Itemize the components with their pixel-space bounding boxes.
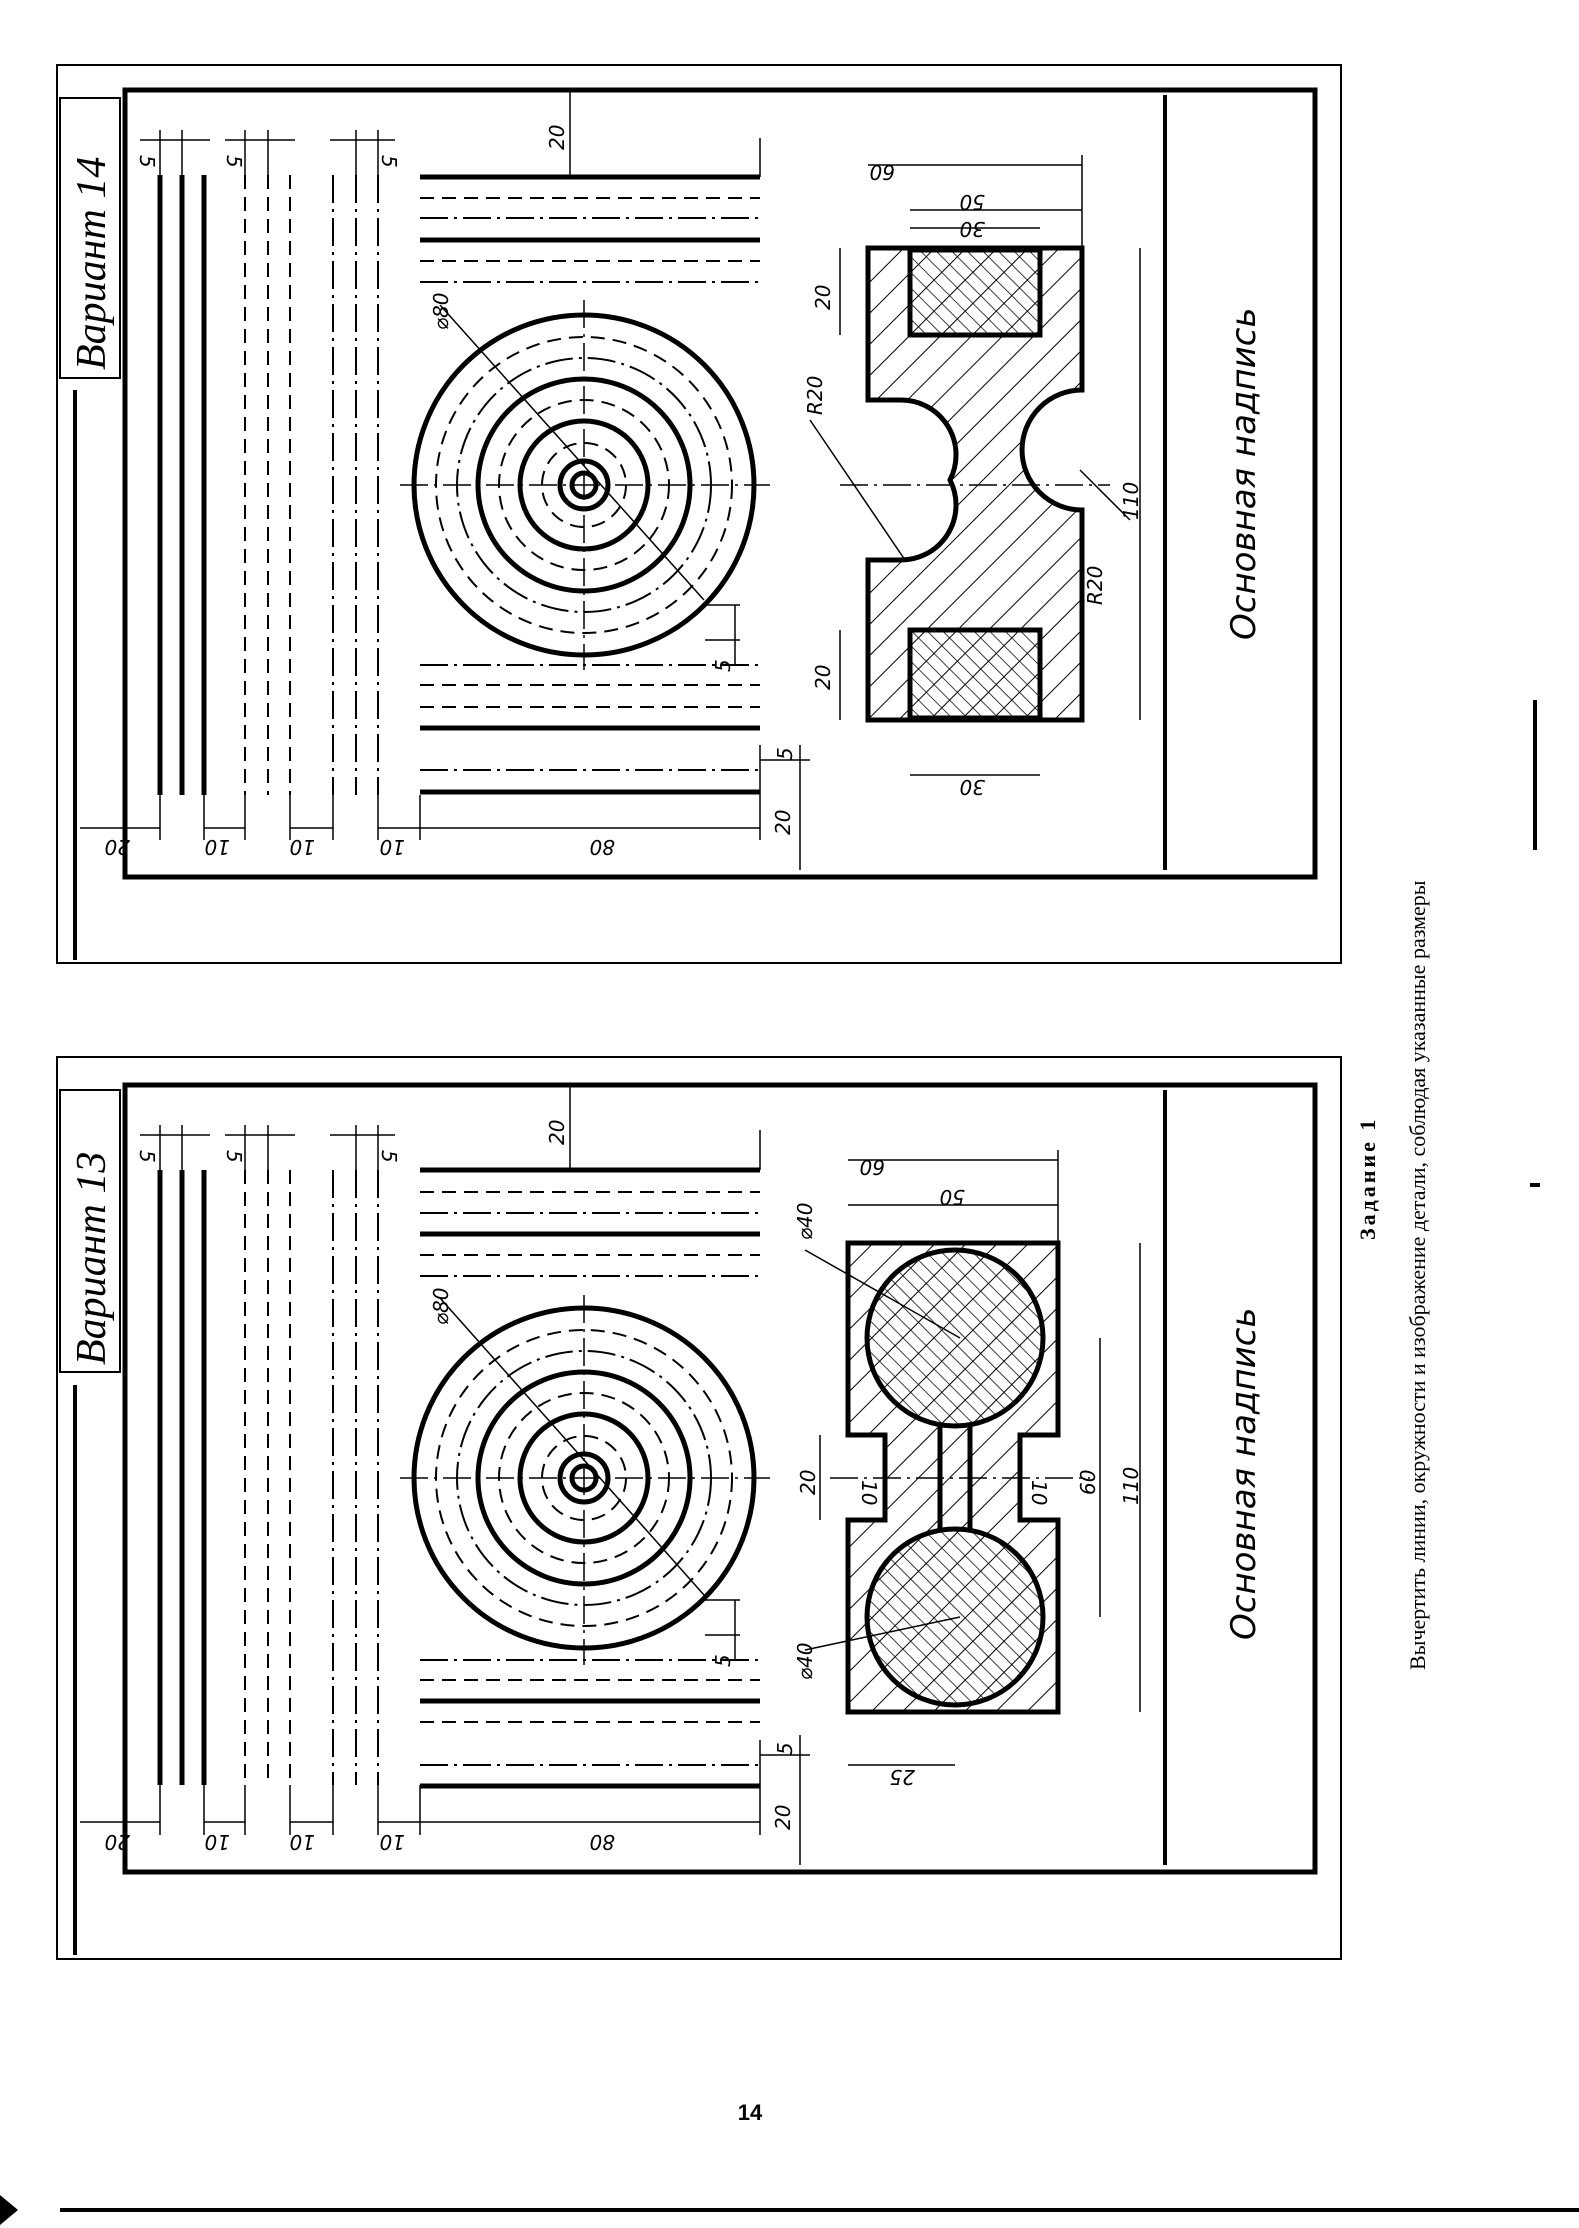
dim-top-margin: 20 [545, 1120, 569, 1145]
dim-hole-dia-b: ⌀40 [793, 1643, 817, 1681]
concentric-circles [400, 1295, 770, 1665]
corner-mark [0, 2195, 18, 2225]
dim-gap-b: 5 [222, 155, 246, 168]
dim-part-60: 60 [870, 160, 895, 184]
dim-circle-step: 5 [711, 1654, 735, 1667]
variant-14-panel: Вариант 14 Основная надпись 5 5 5 [56, 64, 1342, 964]
dim-part-20b: 20 [811, 665, 835, 690]
dim-part-110: 110 [1119, 482, 1143, 520]
dim-left-20: 20 [105, 1830, 130, 1854]
task-text: Вычертить линии, окружности и изображени… [1405, 880, 1430, 1670]
variant-title: Вариант 13 [69, 1152, 115, 1365]
dim-bottom-20: 20 [771, 810, 795, 835]
variant-13-panel: Вариант 13 Основная надпись 5 5 5 [56, 1056, 1342, 1960]
dim-part-20: 20 [796, 1470, 820, 1495]
dim-left-10c: 10 [380, 1830, 405, 1854]
dim-bottom-5: 5 [773, 747, 797, 760]
dim-left-10c: 10 [380, 835, 405, 859]
title-tab [59, 1089, 121, 1373]
page-number: 14 [737, 2100, 763, 2125]
dim-hole-dia-a: ⌀40 [793, 1203, 817, 1241]
drawing-frame [122, 1082, 1318, 1875]
dim-bottom-5: 5 [773, 1742, 797, 1755]
dim-len-80: 80 [590, 1830, 615, 1854]
dim-part-60: 60 [860, 1155, 885, 1179]
dim-part-110: 110 [1119, 1467, 1143, 1505]
dim-part-25: 25 [890, 1765, 915, 1789]
dim-part-10b: 10 [1027, 1480, 1051, 1505]
line-types-vertical [157, 1170, 379, 1785]
dim-left-10a: 10 [205, 1830, 230, 1854]
dim-left-10b: 10 [290, 835, 315, 859]
dim-part-50: 50 [960, 190, 985, 214]
variant-title: Вариант 14 [69, 157, 115, 370]
dim-part-30b: 30 [960, 775, 985, 799]
dim-part-r20b: R20 [1083, 566, 1107, 605]
dim-circle-step: 5 [711, 659, 735, 672]
stamp-label: Основная надпись [1224, 308, 1264, 640]
dim-circle-dia: ⌀80 [429, 293, 453, 331]
dim-left-10b: 10 [290, 1830, 315, 1854]
outer-border [56, 64, 1342, 964]
dim-circle-dia: ⌀80 [429, 1288, 453, 1326]
dim-gap-a: 5 [135, 1150, 159, 1163]
dim-part-60v: 60 [1076, 1470, 1100, 1495]
outer-border [56, 1056, 1342, 1960]
dim-gap-c: 5 [377, 1150, 401, 1163]
dim-left-20: 20 [105, 835, 130, 859]
part-section [809, 155, 1141, 776]
line-types-horizontal [420, 1167, 760, 1789]
dim-part-50: 50 [940, 1185, 965, 1209]
dim-part-20a: 20 [811, 285, 835, 310]
part-section [804, 1150, 1141, 1766]
dim-left-10a: 10 [205, 835, 230, 859]
dim-bottom-20: 20 [771, 1805, 795, 1830]
dim-gap-b: 5 [222, 1150, 246, 1163]
dim-gap-a: 5 [135, 155, 159, 168]
dim-gap-c: 5 [377, 155, 401, 168]
dim-len-80: 80 [590, 835, 615, 859]
title-tab [59, 97, 121, 379]
line-types-vertical [157, 175, 379, 795]
concentric-circles [400, 300, 770, 670]
dim-part-r20: R20 [803, 376, 827, 415]
dim-top-margin: 20 [545, 125, 569, 150]
dim-part-10a: 10 [857, 1480, 881, 1505]
dim-part-30a: 30 [960, 217, 985, 241]
drawing-frame [122, 87, 1318, 880]
stamp-label: Основная надпись [1224, 1308, 1264, 1640]
line-types-horizontal [420, 174, 760, 795]
